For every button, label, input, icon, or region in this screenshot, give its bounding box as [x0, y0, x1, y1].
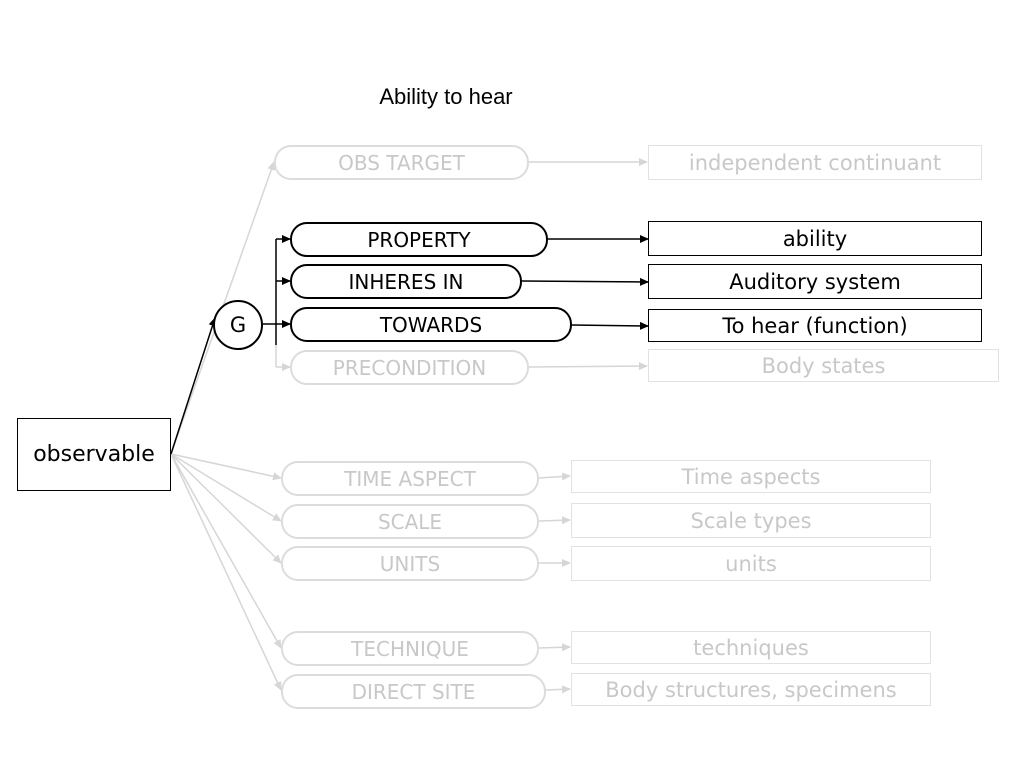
diagram-title: Ability to hear	[379, 84, 513, 109]
direct-site-value: Body structures, specimens	[571, 673, 931, 706]
inheres-in-value: Auditory system	[648, 264, 982, 299]
link-precondition-value	[528, 362, 648, 371]
property-attribute: PROPERTY	[290, 222, 548, 257]
link-observable-time-aspect	[170, 453, 282, 481]
link-technique-value	[538, 643, 571, 652]
time-aspect-value: Time aspects	[571, 460, 931, 493]
obs-target-attribute: OBS TARGET	[274, 145, 529, 180]
link-observable-units	[170, 453, 282, 564]
technique-attribute: TECHNIQUE	[281, 631, 539, 666]
technique-value: techniques	[571, 631, 931, 664]
towards-value: To hear (function)	[648, 309, 982, 342]
link-inheres-in-value	[521, 277, 649, 286]
link-observable-g	[170, 317, 217, 455]
link-scale-value	[538, 516, 571, 525]
precondition-value: Body states	[648, 349, 999, 382]
link-direct-site-value	[545, 685, 571, 694]
precondition-attribute: PRECONDITION	[290, 350, 529, 385]
observable-root-node: observable	[17, 418, 171, 491]
link-observable-direct-site	[170, 453, 282, 691]
time-aspect-attribute: TIME ASPECT	[281, 461, 539, 496]
link-time-aspect-value	[538, 472, 571, 481]
link-towards-value	[571, 321, 649, 330]
inheres-in-attribute: INHERES IN	[290, 264, 522, 299]
scale-value: Scale types	[571, 503, 931, 538]
units-value: units	[571, 546, 931, 581]
towards-attribute: TOWARDS	[290, 307, 572, 342]
direct-site-attribute: DIRECT SITE	[281, 674, 546, 709]
units-attribute: UNITS	[281, 546, 539, 581]
link-observable-scale	[170, 453, 282, 522]
scale-attribute: SCALE	[281, 504, 539, 539]
link-observable-technique	[170, 453, 282, 649]
role-group-node: G	[213, 300, 263, 350]
property-value: ability	[648, 221, 982, 256]
obs-target-value: independent continuant	[648, 145, 982, 180]
